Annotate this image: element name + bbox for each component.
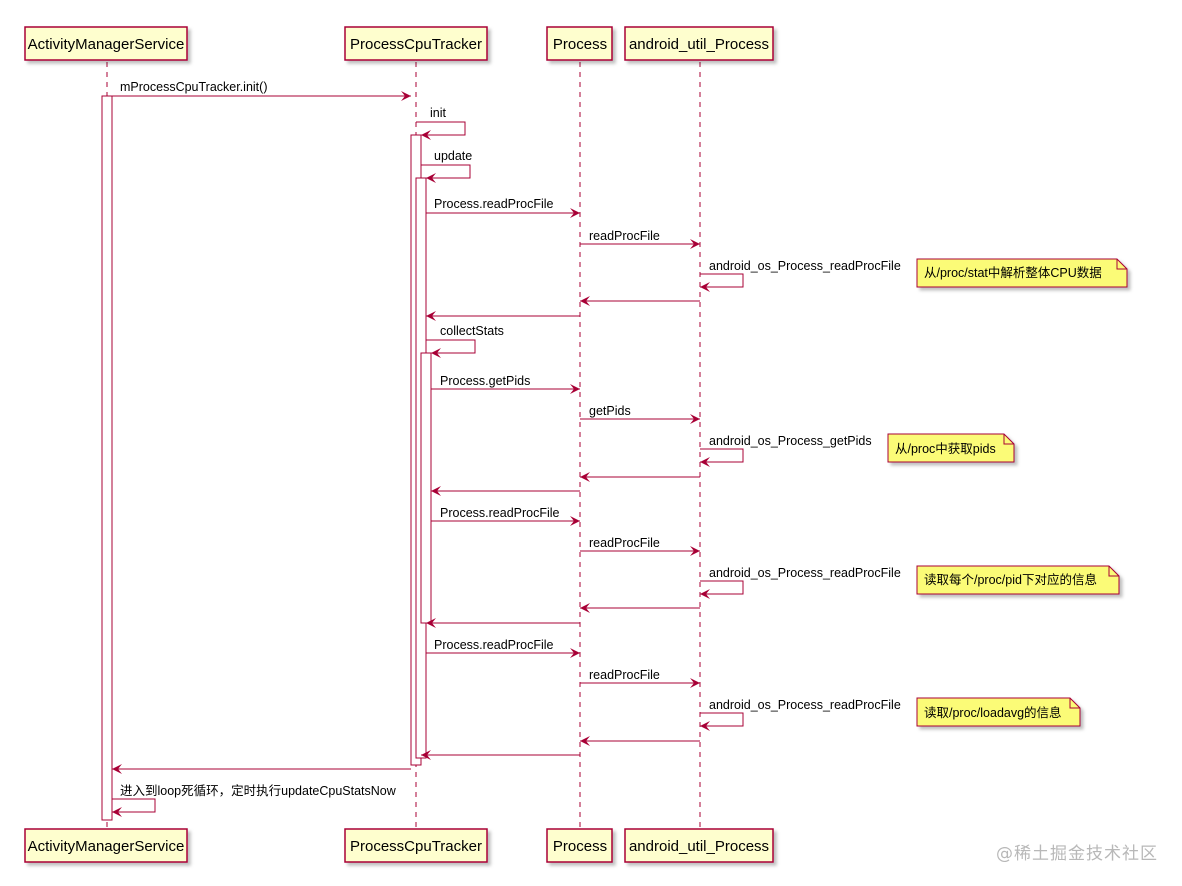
participant-label: android_util_Process [629,838,769,855]
message-label: 进入到loop死循环，定时执行updateCpuStatsNow [120,783,397,798]
message-arrow-self [700,580,744,599]
message-label: collectStats [440,324,504,338]
note-text: 从/proc/stat中解析整体CPU数据 [924,265,1102,280]
participants-bottom: ActivityManagerService ProcessCpuTracker… [24,828,774,863]
participant-process-top: Process [546,26,613,61]
participant-aup-bottom: android_util_Process [624,828,774,863]
message-label: readProcFile [589,229,660,243]
message-arrow-self [700,712,744,731]
note-loadavg: 读取/proc/loadavg的信息 [916,697,1081,727]
message-label: readProcFile [589,668,660,682]
notes: 从/proc/stat中解析整体CPU数据 从/proc中获取pids 读取每个… [887,258,1128,727]
message-label: getPids [589,404,631,418]
participant-label: ActivityManagerService [28,838,185,855]
message-arrow-self [700,448,744,467]
message-label: Process.readProcFile [434,638,554,652]
participant-label: Process [553,838,607,855]
participant-label: Process [553,36,607,53]
message-label: update [434,149,472,163]
participants-top: ActivityManagerService ProcessCpuTracker… [24,26,774,61]
participant-label: ProcessCpuTracker [350,36,482,53]
message-arrow-self [421,164,471,183]
message-label: mProcessCpuTracker.init() [120,80,268,94]
participant-ams-top: ActivityManagerService [24,26,188,61]
note-text: 读取/proc/loadavg的信息 [924,705,1062,720]
message-label: Process.readProcFile [440,506,560,520]
message-label: readProcFile [589,536,660,550]
message-label: android_os_Process_readProcFile [709,259,901,273]
message-label: init [430,106,447,120]
participant-process-bottom: Process [546,828,613,863]
watermark: @稀土掘金技术社区 [996,844,1158,864]
message-labels: mProcessCpuTracker.init() init update Pr… [120,80,901,798]
note-text: 读取每个/proc/pid下对应的信息 [924,572,1097,587]
message-label: android_os_Process_getPids [709,434,872,448]
participant-pct-top: ProcessCpuTracker [344,26,488,61]
message-arrow-self [112,798,156,817]
participant-label: android_util_Process [629,36,769,53]
participant-label: ActivityManagerService [28,36,185,53]
activation-pct-3 [420,352,432,624]
activation-ams [101,95,113,821]
lifelines [106,62,701,830]
participant-aup-top: android_util_Process [624,26,774,61]
activation-bars [101,95,432,821]
messages [112,91,744,817]
message-label: Process.readProcFile [434,197,554,211]
note-get-pids: 从/proc中获取pids [887,433,1015,463]
participant-ams-bottom: ActivityManagerService [24,828,188,863]
message-arrow-self [426,339,476,358]
note-proc-stat: 从/proc/stat中解析整体CPU数据 [916,258,1128,288]
note-text: 从/proc中获取pids [895,441,996,456]
note-proc-pid: 读取每个/proc/pid下对应的信息 [916,565,1120,595]
message-arrow-self [416,121,466,140]
message-label: Process.getPids [440,374,530,388]
message-label: android_os_Process_readProcFile [709,566,901,580]
participant-pct-bottom: ProcessCpuTracker [344,828,488,863]
message-arrow-self [700,273,744,292]
participant-label: ProcessCpuTracker [350,838,482,855]
message-label: android_os_Process_readProcFile [709,698,901,712]
